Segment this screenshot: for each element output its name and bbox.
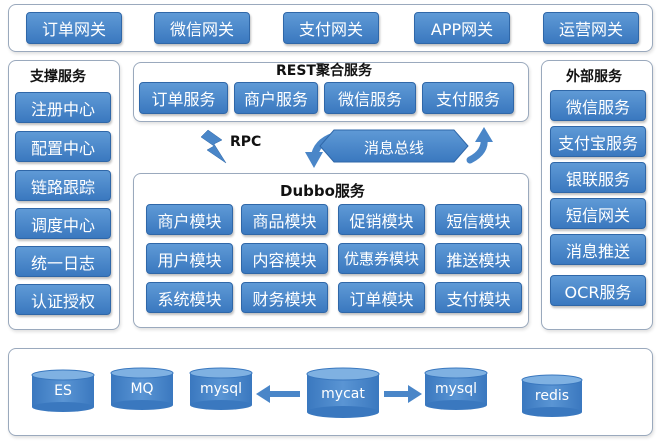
support-title: 支撑服务 xyxy=(30,69,86,85)
external-item-wechat[interactable]: 微信服务 xyxy=(550,90,646,121)
dubbo-item-system[interactable]: 系统模块 xyxy=(146,282,233,313)
support-item-scheduler[interactable]: 调度中心 xyxy=(15,208,111,239)
storage-mysql-right-cylinder xyxy=(424,367,488,410)
support-item-auth[interactable]: 认证授权 xyxy=(15,284,111,315)
support-item-config[interactable]: 配置中心 xyxy=(15,131,111,162)
external-item-unionpay[interactable]: 银联服务 xyxy=(550,162,646,193)
rest-item-pay[interactable]: 支付服务 xyxy=(422,82,514,114)
dubbo-title: Dubbo服务 xyxy=(280,182,365,200)
support-item-tracing[interactable]: 链路跟踪 xyxy=(15,170,111,201)
storage-mycat-cylinder xyxy=(306,367,380,418)
storage-redis-cylinder xyxy=(521,374,583,417)
rpc-label: RPC xyxy=(230,134,262,150)
dubbo-item-user[interactable]: 用户模块 xyxy=(146,243,233,274)
dubbo-item-product[interactable]: 商品模块 xyxy=(241,204,328,235)
dubbo-item-coupon[interactable]: 优惠券模块 xyxy=(338,243,425,274)
message-bus-shape xyxy=(319,129,469,163)
dubbo-item-merchant[interactable]: 商户模块 xyxy=(146,204,233,235)
storage-redis-label: redis xyxy=(534,388,570,404)
external-item-push[interactable]: 消息推送 xyxy=(550,234,646,265)
dubbo-item-pay[interactable]: 支付模块 xyxy=(435,282,522,313)
storage-es-label: ES xyxy=(54,383,72,399)
dubbo-item-order[interactable]: 订单模块 xyxy=(338,282,425,313)
storage-mycat-label: mycat xyxy=(321,386,365,402)
gateway-ops[interactable]: 运营网关 xyxy=(543,12,639,44)
gateway-order[interactable]: 订单网关 xyxy=(26,12,122,44)
rest-item-merchant[interactable]: 商户服务 xyxy=(234,82,318,114)
storage-mysql-left-label: mysql xyxy=(200,381,242,397)
external-item-ocr[interactable]: OCR服务 xyxy=(550,275,646,306)
storage-mq-cylinder xyxy=(110,367,174,410)
message-bus-label: 消息总线 xyxy=(363,139,424,157)
external-item-sms[interactable]: 短信网关 xyxy=(550,198,646,229)
dubbo-item-content[interactable]: 内容模块 xyxy=(241,243,328,274)
storage-mysql-left-cylinder xyxy=(189,367,253,410)
gateway-wechat[interactable]: 微信网关 xyxy=(154,12,250,44)
rest-item-wechat[interactable]: 微信服务 xyxy=(324,82,416,114)
dubbo-item-sms[interactable]: 短信模块 xyxy=(435,204,522,235)
rest-title: REST聚合服务 xyxy=(276,63,372,79)
dubbo-item-push[interactable]: 推送模块 xyxy=(435,243,522,274)
support-item-registry[interactable]: 注册中心 xyxy=(15,92,111,123)
arrow-right-icon xyxy=(384,385,422,403)
dubbo-item-promo[interactable]: 促销模块 xyxy=(338,204,425,235)
rest-item-order[interactable]: 订单服务 xyxy=(139,82,228,114)
external-item-alipay[interactable]: 支付宝服务 xyxy=(550,126,646,157)
storage-mq-label: MQ xyxy=(130,381,154,397)
storage-es-cylinder xyxy=(31,369,95,412)
dubbo-item-finance[interactable]: 财务模块 xyxy=(241,282,328,313)
external-title: 外部服务 xyxy=(566,69,622,85)
rpc-lightning-icon xyxy=(200,129,227,164)
storage-mysql-right-label: mysql xyxy=(435,381,477,397)
gateway-pay[interactable]: 支付网关 xyxy=(283,12,379,44)
gateway-app[interactable]: APP网关 xyxy=(414,12,510,44)
support-item-logging[interactable]: 统一日志 xyxy=(15,246,111,277)
arrow-left-icon xyxy=(256,385,300,403)
